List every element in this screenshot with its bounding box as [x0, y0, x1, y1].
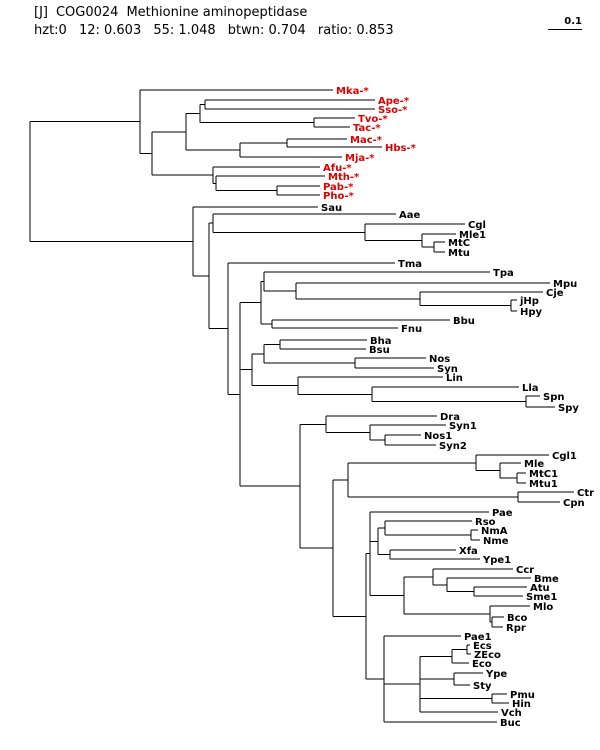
leaf-label-Ccr: Ccr	[516, 565, 534, 576]
leaf-label-Bme: Bme	[534, 574, 559, 585]
leaf-label-Ape: Ape-*	[378, 96, 410, 107]
leaf-labels: Mka-* Ape-*Sso-*Tvo-*Tac-*Mac-*Hbs-* Mja-*…	[321, 86, 594, 729]
leaf-label-Mka: Mka-*	[336, 86, 370, 97]
leaf-label-Buc: Buc	[500, 718, 521, 729]
leaf-label-Xfa: Xfa	[459, 546, 478, 557]
leaf-label-Mle1: Mle1	[459, 230, 486, 241]
leaf-label-Mlo: Mlo	[533, 602, 553, 613]
leaf-label-Bha: Bha	[370, 336, 392, 347]
title-line: [J] COG0024 Methionine aminopeptidase	[34, 4, 402, 22]
stat-btwn: btwn: 0.704	[227, 23, 306, 38]
tree-branches	[29, 89, 574, 723]
leaf-label-Rpr: Rpr	[506, 623, 526, 634]
leaf-label-Syn1: Syn1	[449, 421, 477, 432]
leaf-label-Eco: Eco	[472, 659, 492, 670]
leaf-label-Pae: Pae	[492, 508, 513, 519]
leaf-label-Nme: Nme	[483, 536, 509, 547]
leaf-label-Pho: Pho-*	[323, 191, 354, 202]
leaf-label-Nos1: Nos1	[424, 431, 452, 442]
leaf-label-Bco: Bco	[507, 613, 528, 624]
stat-hzt: hzt:0	[34, 23, 67, 38]
stats-line: hzt:0 12: 0.603 55: 1.048 btwn: 0.704 ra…	[34, 22, 402, 40]
category-code: [J]	[34, 5, 48, 20]
leaf-label-Lin: Lin	[446, 373, 463, 384]
leaf-label-Vch: Vch	[501, 708, 522, 719]
leaf-label-Mtu: Mtu	[448, 248, 470, 259]
leaf-label-Cgl1: Cgl1	[552, 451, 577, 462]
scale-bar: 0.1	[548, 16, 582, 30]
leaf-label-Sty: Sty	[473, 681, 492, 692]
cog-id: COG0024	[55, 5, 119, 20]
stat-12: 12: 0.603	[78, 23, 142, 38]
leaf-label-Pae1: Pae1	[464, 632, 492, 643]
leaf-label-Cgl: Cgl	[468, 220, 486, 231]
leaf-label-Sau: Sau	[321, 203, 342, 214]
leaf-label-Cje: Cje	[546, 288, 564, 299]
leaf-label-Pmu: Pmu	[510, 690, 535, 701]
leaf-label-MtC1: MtC1	[529, 469, 558, 480]
leaf-label-Hpy: Hpy	[520, 307, 543, 318]
leaf-label-Mle: Mle	[524, 459, 544, 470]
leaf-label-ZEco: ZEco	[474, 650, 501, 661]
leaf-label-Fnu: Fnu	[401, 324, 422, 335]
leaf-label-Bbu: Bbu	[453, 316, 475, 327]
leaf-label-Pab: Pab-*	[323, 182, 354, 193]
leaf-label-MtC: MtC	[448, 238, 470, 249]
leaf-label-Mpu: Mpu	[553, 279, 577, 290]
leaf-label-Bsu: Bsu	[369, 345, 390, 356]
stat-ratio: ratio: 0.853	[317, 23, 394, 38]
leaf-label-Hin: Hin	[512, 699, 531, 710]
leaf-label-Spn: Spn	[543, 392, 564, 403]
leaf-label-Sso: Sso-*	[378, 105, 408, 116]
tree-title: Methionine aminopeptidase	[126, 5, 308, 20]
leaf-label-Afu: Afu-*	[323, 163, 352, 174]
leaf-label-jHp: jHp	[519, 296, 539, 307]
leaf-label-Mtu1: Mtu1	[529, 479, 558, 490]
leaf-label-Tac: Tac-*	[353, 123, 381, 134]
scale-bar-label: 0.1	[564, 16, 582, 27]
leaf-label-Ecs: Ecs	[473, 641, 492, 652]
leaf-label-Dra: Dra	[440, 412, 460, 423]
leaf-label-Spy: Spy	[558, 403, 579, 414]
leaf-label-Ctr: Ctr	[577, 488, 594, 499]
leaf-label-Mja: Mja-*	[345, 153, 375, 164]
leaf-label-Lla: Lla	[522, 383, 539, 394]
leaf-label-Ype: Ype	[485, 669, 507, 680]
leaf-label-Sme1: Sme1	[526, 592, 557, 603]
leaf-label-Tma: Tma	[398, 259, 422, 270]
scale-bar-line	[548, 29, 582, 30]
leaf-label-NmA: NmA	[481, 526, 508, 537]
leaf-label-Atu: Atu	[530, 583, 550, 594]
leaf-label-Hbs: Hbs-*	[385, 143, 417, 154]
stat-55: 55: 1.048	[153, 23, 216, 38]
leaf-label-Aae: Aae	[399, 210, 420, 221]
leaf-label-Tvo: Tvo-*	[358, 114, 388, 125]
leaf-label-Syn2: Syn2	[439, 441, 467, 452]
leaf-label-Cpn: Cpn	[563, 498, 585, 509]
leaf-label-Tpa: Tpa	[493, 268, 514, 279]
leaf-label-Mth: Mth-*	[328, 172, 360, 183]
leaf-label-Nos: Nos	[429, 354, 450, 365]
leaf-label-Mac: Mac-*	[350, 135, 383, 146]
leaf-label-Ype1: Ype1	[482, 555, 511, 566]
leaf-label-Rso: Rso	[475, 517, 496, 528]
tree-header: [J] COG0024 Methionine aminopeptidase hzt:…	[34, 4, 402, 40]
leaf-label-Syn: Syn	[437, 364, 458, 375]
